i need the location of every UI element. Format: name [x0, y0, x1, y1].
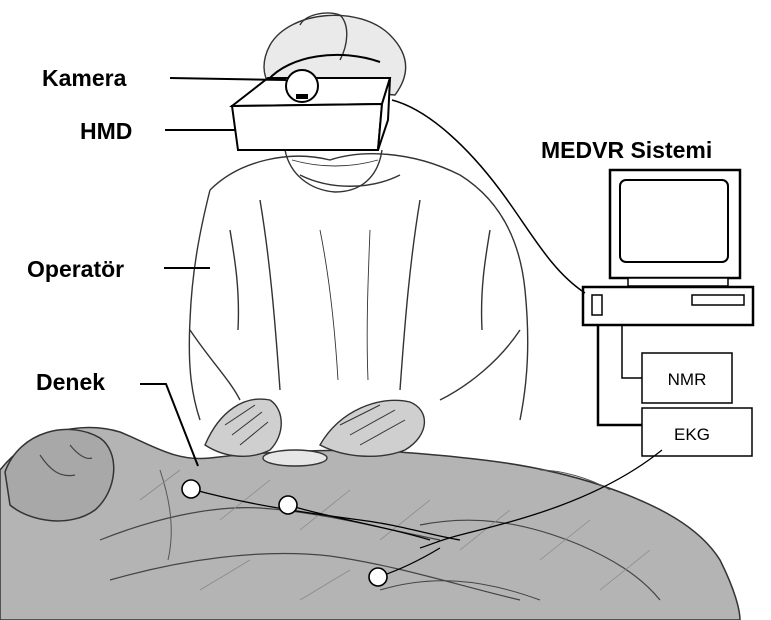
electrode — [369, 568, 387, 586]
computer-case — [583, 287, 753, 325]
nmr-label: NMR — [668, 370, 707, 389]
nmr-box: NMR — [642, 353, 732, 403]
system-connections — [598, 325, 642, 425]
hmd-cable — [392, 100, 585, 293]
hmd-label: HMD — [80, 118, 132, 144]
camera-label: Kamera — [42, 65, 127, 91]
computer-monitor — [610, 170, 740, 286]
electrode — [279, 496, 297, 514]
operator-label: Operatör — [27, 256, 124, 282]
camera-device — [286, 70, 318, 102]
subject-label: Denek — [36, 369, 105, 395]
system-label: MEDVR Sistemi — [541, 137, 712, 163]
ekg-label: EKG — [674, 425, 710, 444]
ekg-box: EKG — [642, 408, 752, 456]
electrode — [182, 480, 200, 498]
